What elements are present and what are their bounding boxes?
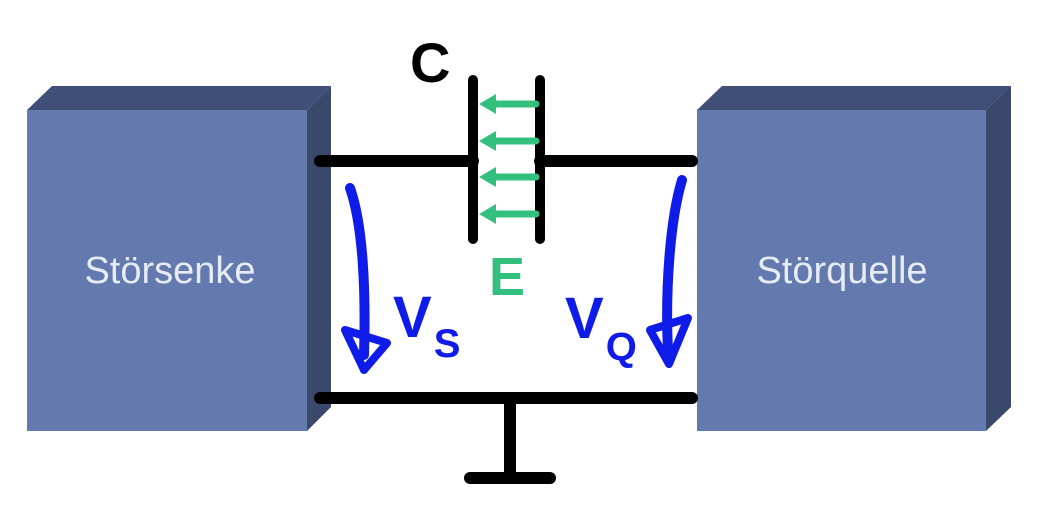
sink-voltage-label: VS <box>393 285 460 366</box>
field-arrow <box>479 167 540 187</box>
source-voltage-symbol: V <box>565 286 604 351</box>
field-arrow <box>479 131 540 151</box>
sink-box-front <box>27 110 307 431</box>
sink-label: Störsenke <box>84 250 255 292</box>
source-box-side <box>986 86 1011 431</box>
source-label: Störquelle <box>756 250 927 292</box>
source-voltage-label: VQ <box>565 286 637 369</box>
source-voltage-subscript: Q <box>606 325 637 369</box>
sink-voltage-subscript: S <box>434 322 461 366</box>
sink-voltage-arrow <box>341 183 391 374</box>
source-box-top <box>697 86 1011 110</box>
source-box-front <box>697 110 986 431</box>
field-arrows <box>479 94 540 224</box>
source-box: Störquelle <box>697 86 1011 431</box>
sink-box-side <box>307 86 331 431</box>
capacitor-label: C <box>410 31 450 94</box>
field-arrow <box>479 94 540 114</box>
wires <box>314 155 698 484</box>
sink-box: Störsenke <box>27 86 331 431</box>
sink-voltage-symbol: V <box>393 285 432 350</box>
source-voltage-arrow <box>646 175 692 368</box>
field-label: E <box>489 247 525 307</box>
field-arrow <box>479 204 540 224</box>
sink-box-top <box>27 86 331 110</box>
capacitor <box>468 75 545 244</box>
